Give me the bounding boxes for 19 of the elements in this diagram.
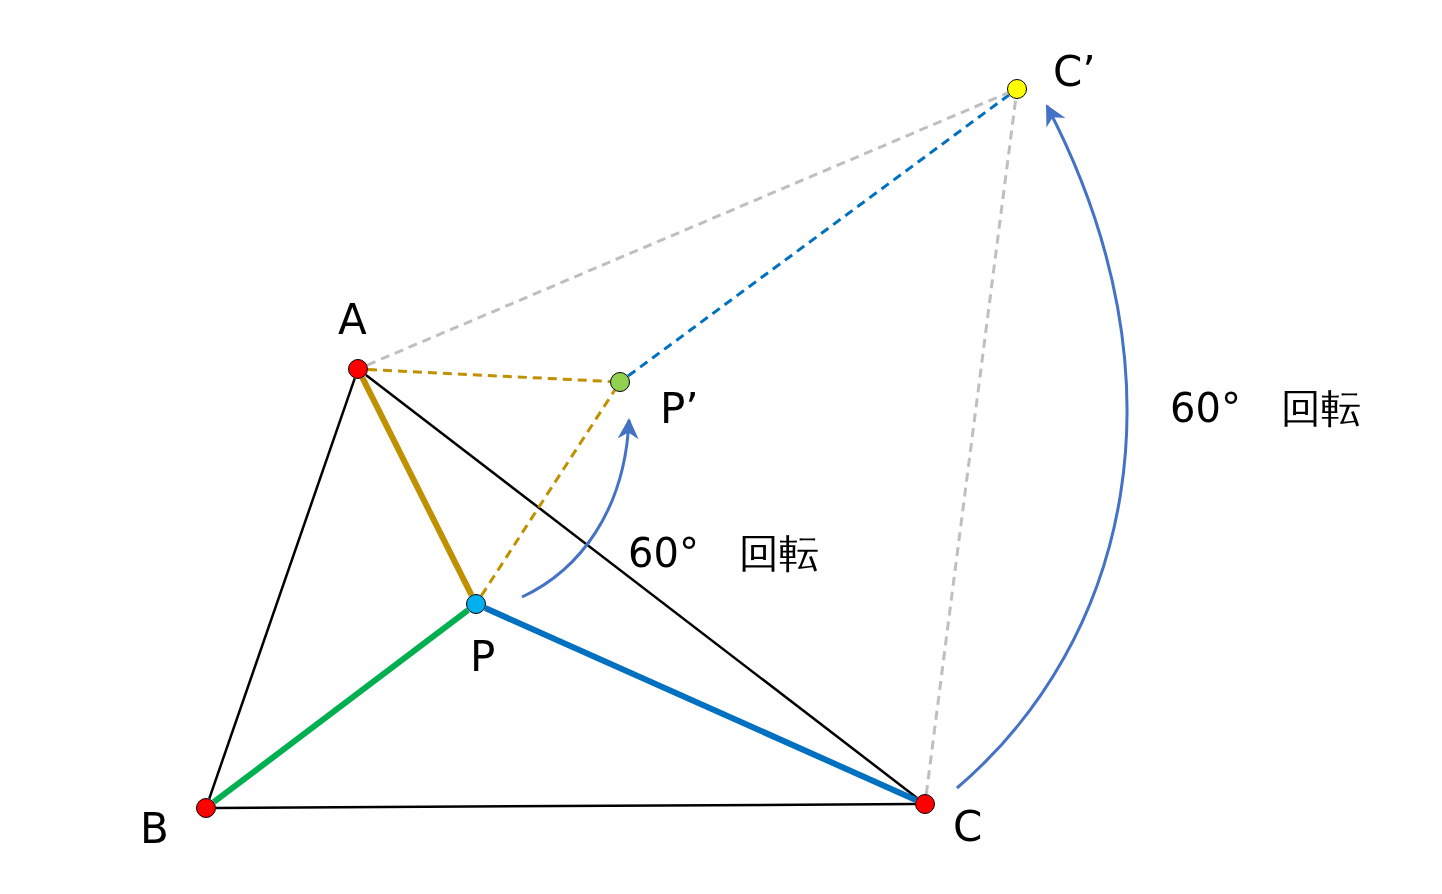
- line-segment: [212, 607, 470, 805]
- dashed-line: [366, 91, 1009, 367]
- line-segment: [483, 605, 918, 803]
- line-segment: [208, 378, 356, 799]
- line-segment: [365, 374, 918, 799]
- dashed-line: [367, 368, 611, 383]
- point-label: P: [470, 634, 496, 680]
- point-label: C: [953, 804, 983, 850]
- rotation-label: 60° 回転: [628, 530, 819, 576]
- point-label: P’: [660, 386, 699, 432]
- dashed-line: [627, 93, 1010, 378]
- point-label: B: [140, 806, 169, 852]
- point-label: C’: [1053, 49, 1096, 95]
- line-segment: [359, 376, 475, 597]
- rotation-label: 60° 回転: [1170, 385, 1361, 431]
- dashed-line: [480, 389, 616, 597]
- point-label: A: [338, 297, 367, 343]
- line-segment: [216, 802, 915, 810]
- dashed-line: [924, 98, 1018, 795]
